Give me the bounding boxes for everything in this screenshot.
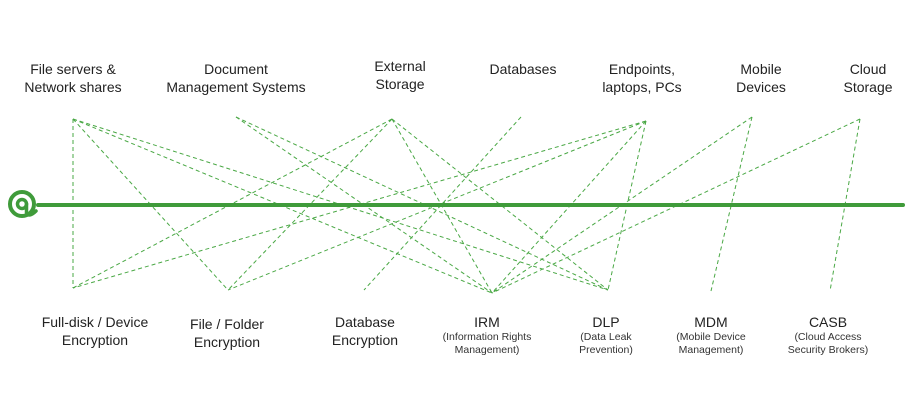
label-subtitle-line: (Information Rights: [442, 331, 532, 343]
label-line: File servers &: [30, 61, 116, 77]
label-line: Mobile: [740, 61, 782, 77]
label-line: Storage: [843, 79, 893, 95]
label-subtitle-line: Management): [678, 344, 744, 356]
label-subtitle-line: (Mobile Device: [676, 331, 746, 343]
label-line: Full-disk / Device: [41, 314, 149, 330]
source-label-endpoints: Endpoints, laptops, PCs: [602, 60, 681, 96]
label-line: Cloud: [849, 61, 887, 77]
connection-databases-to-database-encryption: [363, 116, 522, 291]
label-line: Encryption: [331, 332, 399, 348]
label-line: CASB: [808, 314, 848, 330]
source-label-file-servers: File servers & Network shares: [24, 60, 121, 96]
connection-external-storage-to-file-folder-encryption: [227, 118, 393, 291]
label-line: External: [374, 58, 426, 74]
label-line: File / Folder: [190, 316, 264, 332]
connection-mobile-devices-to-mdm: [710, 116, 753, 292]
label-line: Document: [204, 61, 268, 77]
connection-external-storage-to-dlp: [391, 118, 609, 291]
label-line: Encryption: [61, 332, 129, 348]
source-label-databases: Databases: [490, 60, 557, 78]
label-line: Databases: [489, 61, 557, 77]
label-line: Database: [335, 314, 395, 330]
connection-endpoints-to-full-disk-encryption: [72, 120, 647, 289]
label-subtitle-line: Prevention): [579, 344, 633, 356]
label-line: MDM: [694, 314, 728, 330]
label-line: DLP: [592, 314, 620, 330]
label-line: Encryption: [193, 334, 261, 350]
label-subtitle-line: (Cloud Access: [794, 331, 862, 343]
label-line: Devices: [736, 79, 786, 95]
label-line: laptops, PCs: [602, 79, 682, 95]
label-subtitle-line: Security Brokers): [787, 344, 869, 356]
label-line: Network shares: [24, 79, 122, 95]
at-sign-logo-icon: [8, 190, 38, 218]
label-line: Storage: [375, 76, 425, 92]
label-line: Management Systems: [166, 79, 306, 95]
label-subtitle-line: Management): [454, 344, 520, 356]
label-line: Endpoints,: [608, 61, 676, 77]
label-subtitle-line: (Data Leak: [580, 331, 632, 343]
label-line: IRM: [474, 314, 500, 330]
